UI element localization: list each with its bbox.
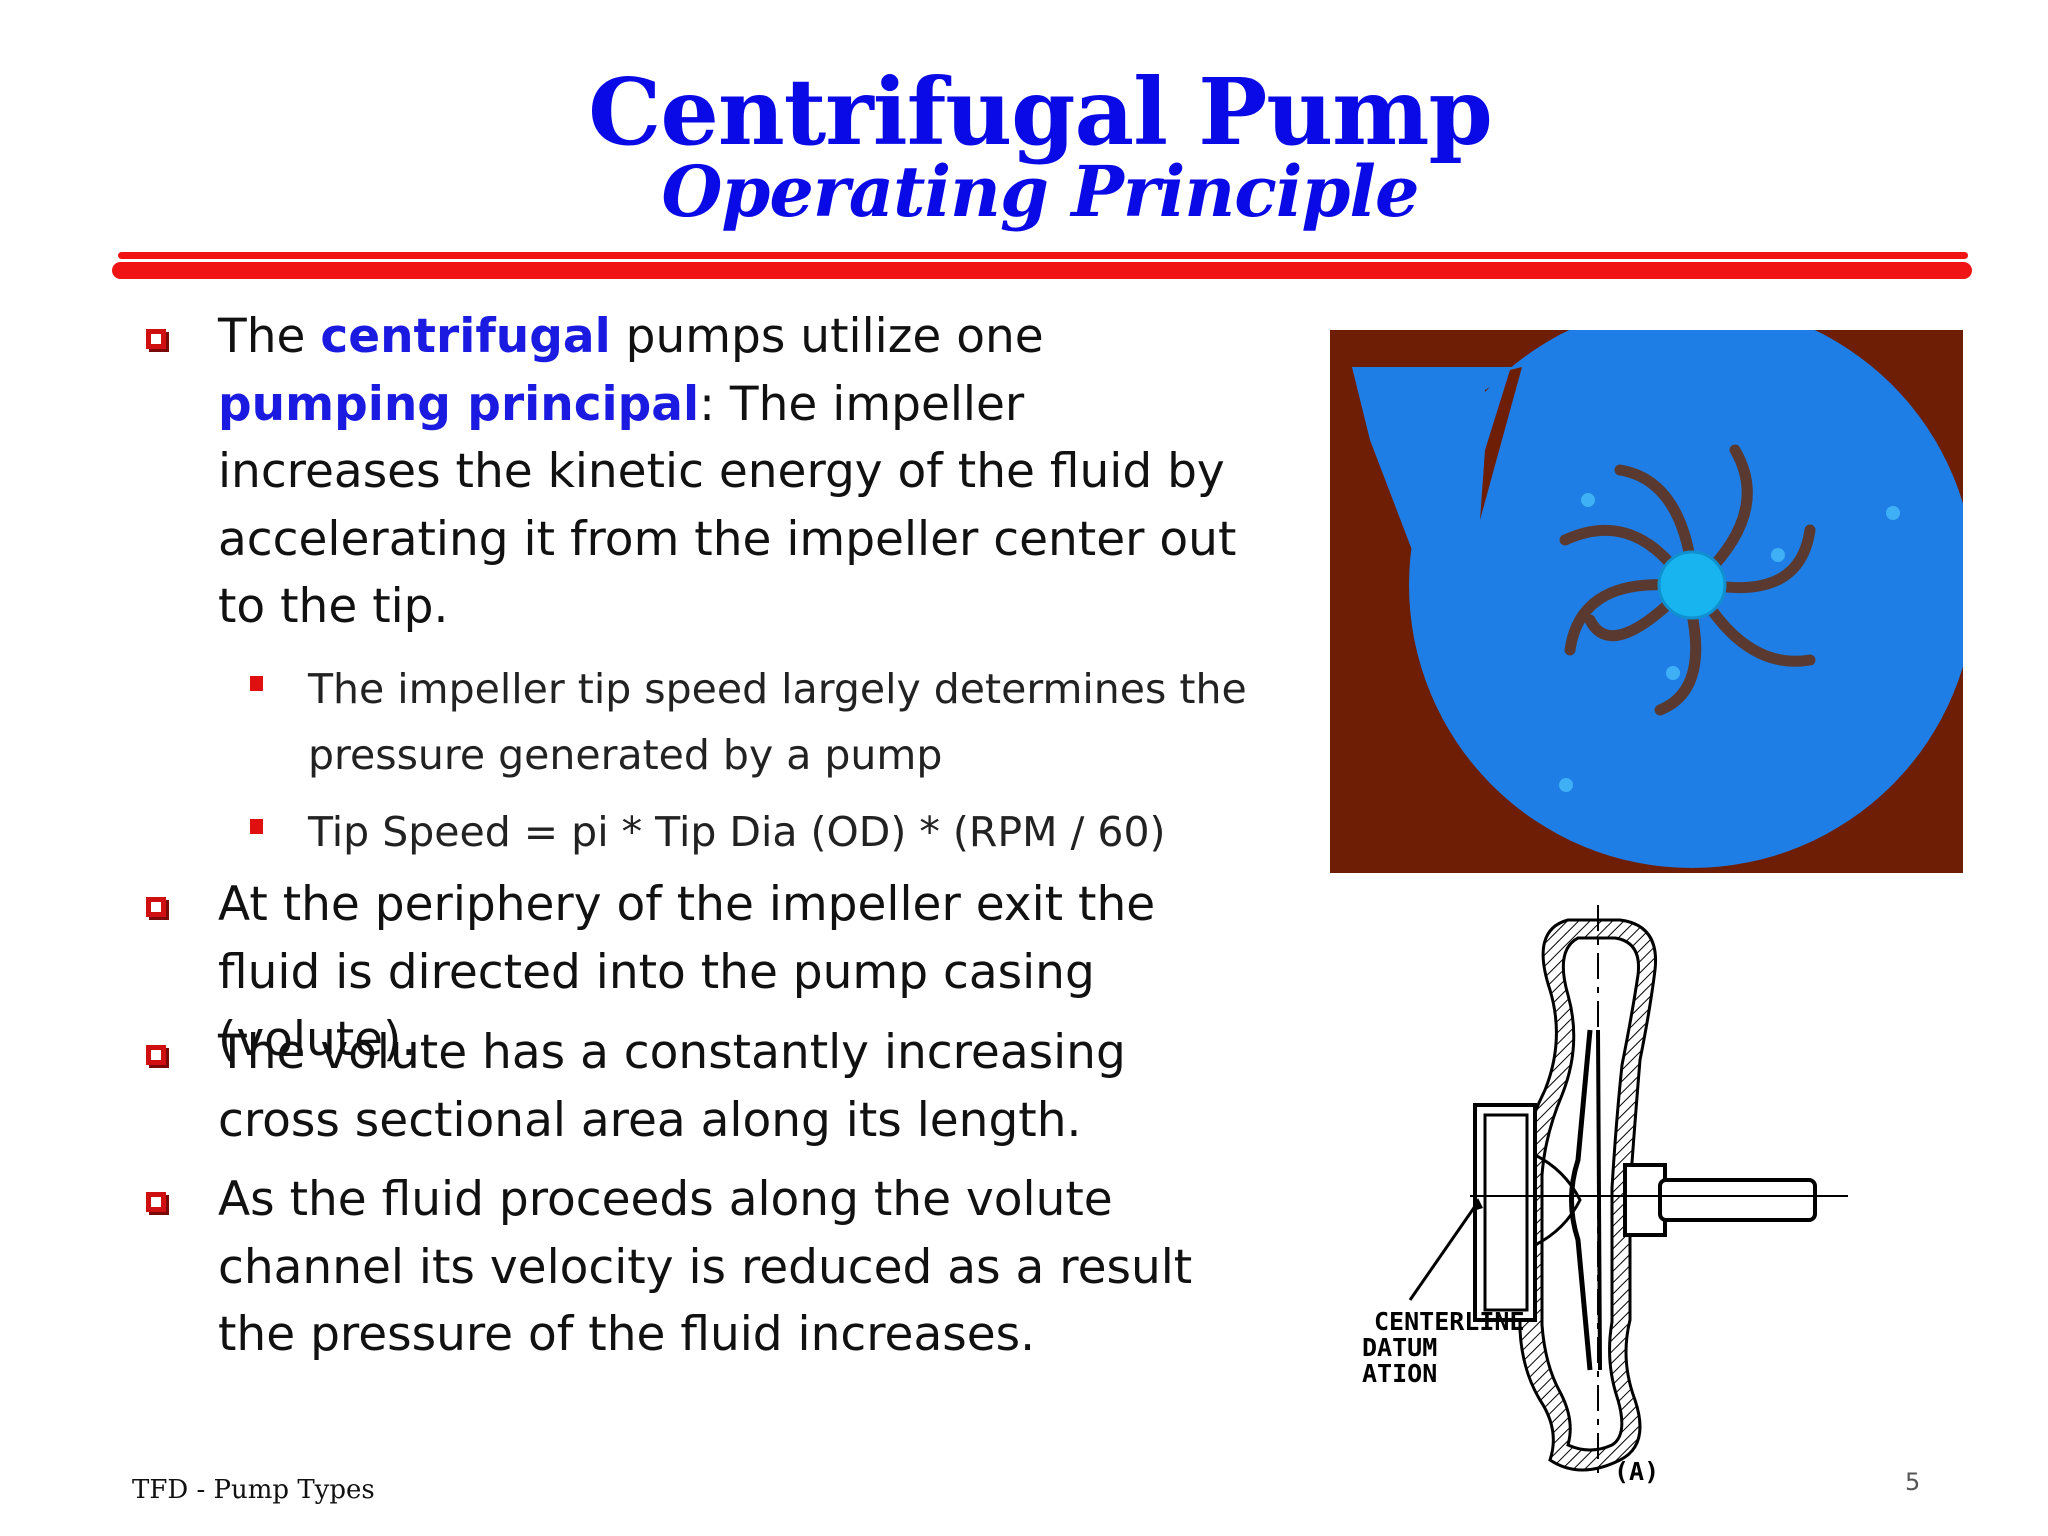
impeller-vane bbox=[1584, 592, 1681, 642]
sub-bullet-tip-speed-formula: Tip Speed = pi * Tip Dia (OD) * (RPM / 6… bbox=[308, 808, 1166, 856]
page-number: 5 bbox=[1905, 1468, 1921, 1496]
label-figure-a: (A) bbox=[1614, 1457, 1659, 1486]
hollow-square-bullet-icon bbox=[146, 329, 166, 349]
page-subtitle: Operating Principle bbox=[661, 150, 1419, 233]
label-ation: ATION bbox=[1362, 1359, 1437, 1388]
impeller-hub bbox=[1657, 550, 1727, 620]
label-datum: DATUM bbox=[1362, 1333, 1437, 1362]
filled-square-bullet-icon bbox=[250, 676, 263, 691]
impeller-vane bbox=[1699, 444, 1753, 581]
impeller-vane bbox=[1704, 524, 1816, 594]
title-divider-thin bbox=[118, 252, 1968, 259]
impeller-vane bbox=[1559, 524, 1684, 579]
hollow-square-bullet-icon bbox=[146, 1045, 166, 1065]
bullet-centrifugal-principle: The centrifugal pumps utilize one pumpin… bbox=[218, 303, 1258, 641]
impeller-vanes bbox=[1559, 444, 1816, 716]
bullet-velocity-pressure: As the fluid proceeds along the volute c… bbox=[218, 1172, 1193, 1362]
highlight-pumping-principal: pumping principal bbox=[218, 376, 700, 432]
volute-impeller-illustration bbox=[1330, 330, 1963, 873]
leader-line bbox=[1408, 1201, 1480, 1301]
hollow-square-bullet-icon bbox=[146, 1192, 166, 1212]
shaft-hub bbox=[1623, 1163, 1667, 1237]
bullet-volute-area: The volute has a constantly increasing c… bbox=[218, 1025, 1126, 1148]
casing-cavity bbox=[1540, 936, 1641, 1452]
impeller-vane bbox=[1699, 594, 1816, 667]
impeller-eye bbox=[1534, 1153, 1582, 1247]
leader-arrow-icon bbox=[1470, 1198, 1483, 1212]
title-divider-thick bbox=[112, 262, 1972, 279]
bullet-periphery: At the periphery of the impeller exit th… bbox=[218, 877, 1156, 1067]
fluid-particle bbox=[1886, 506, 1900, 520]
fluid-particle bbox=[1581, 493, 1595, 507]
fluid-particles bbox=[1559, 493, 1900, 792]
fluid-particle bbox=[1666, 666, 1680, 680]
suction-flange-inner bbox=[1483, 1113, 1529, 1312]
highlight-centrifugal: centrifugal bbox=[320, 309, 611, 364]
fluid-particle bbox=[1771, 548, 1785, 562]
page-title: Centrifugal Pump bbox=[588, 58, 1493, 166]
bullet-text-part: : The impeller increases the kinetic ene… bbox=[218, 376, 1237, 635]
impeller-vane bbox=[1564, 579, 1676, 656]
bullet-text-part: pumps utilize one bbox=[610, 309, 1044, 364]
volute-tongue bbox=[1480, 367, 1522, 520]
pump-shaft bbox=[1658, 1178, 1817, 1222]
sub-bullet-tip-speed-pressure: The impeller tip speed largely determine… bbox=[308, 665, 1247, 779]
footer-text: TFD - Pump Types bbox=[132, 1475, 375, 1505]
fluid-particle bbox=[1559, 778, 1573, 792]
pump-cross-section-drawing: CENTERLINE DATUM ATION (A) bbox=[1362, 905, 1848, 1486]
hollow-square-bullet-icon bbox=[146, 897, 166, 917]
impeller-shroud bbox=[1569, 1029, 1593, 1371]
label-centerline: CENTERLINE bbox=[1374, 1307, 1525, 1336]
bullet-text-part: The bbox=[218, 309, 321, 364]
filled-square-bullet-icon bbox=[250, 819, 263, 834]
impeller-vane bbox=[1654, 599, 1702, 716]
